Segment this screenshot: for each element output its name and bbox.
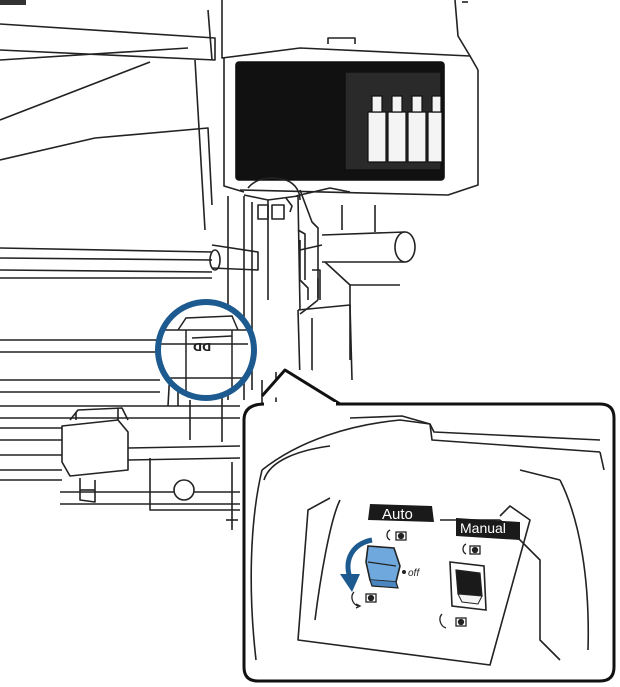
auto-label-text: Auto bbox=[382, 506, 413, 523]
manual-roll-feed-icon bbox=[439, 613, 467, 629]
manual-switch[interactable] bbox=[439, 543, 487, 629]
manual-roll-take-up-icon bbox=[462, 543, 481, 555]
auto-label: Auto bbox=[368, 504, 434, 523]
printer-body bbox=[0, 0, 479, 530]
manual-label: Manual bbox=[456, 518, 520, 540]
svg-text:ꓷꓷ: ꓷꓷ bbox=[193, 341, 211, 354]
roll-feed-icon bbox=[351, 591, 377, 609]
off-label: off bbox=[408, 568, 420, 579]
zoom-highlight: ꓷꓷ bbox=[155, 299, 257, 401]
rotation-arrow-icon bbox=[340, 537, 373, 592]
auto-switch[interactable] bbox=[365, 545, 401, 589]
ink-cartridges bbox=[367, 95, 443, 163]
zoom-highlight-ring bbox=[155, 299, 257, 401]
off-indicator: off bbox=[402, 568, 420, 579]
roll-take-up-icon bbox=[386, 529, 407, 541]
manual-label-text: Manual bbox=[460, 520, 506, 536]
callout-inset: Auto Manual bbox=[242, 368, 616, 683]
